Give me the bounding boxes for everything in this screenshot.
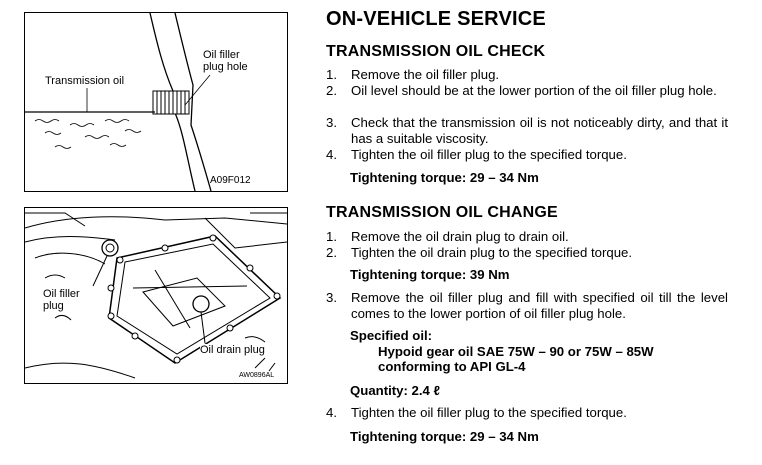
oil-change-heading: TRANSMISSION OIL CHANGE xyxy=(326,204,558,221)
oil-quantity: Quantity: 2.4 ℓ xyxy=(350,383,440,398)
drain-plug-label: Oil drain plug xyxy=(200,344,265,356)
transmission-oil-label: Transmission oil xyxy=(45,75,125,87)
filler-hole-label-line2: plug hole xyxy=(203,61,248,73)
check-torque: Tightening torque: 29 – 34 Nm xyxy=(350,170,539,185)
specified-oil-line2: conforming to API GL-4 xyxy=(378,359,526,374)
change-torque-step2: Tightening torque: 39 Nm xyxy=(350,267,510,282)
oil-level-illustration xyxy=(25,13,212,191)
page-title: ON-VEHICLE SERVICE xyxy=(326,8,546,30)
oil-plugs-figure: Oil filler plug Oil drain plug AW0896AL xyxy=(24,207,288,384)
specified-oil-line1: Hypoid gear oil SAE 75W – 90 or 75W – 85… xyxy=(378,344,654,359)
filler-plug-label-line2: plug xyxy=(43,300,64,312)
specified-oil-label: Specified oil: xyxy=(350,328,433,343)
oil-level-figure: Transmission oil Oil filler plug hole A0… xyxy=(24,12,288,192)
oil-pan-illustration xyxy=(25,212,287,379)
filler-hole-label-line1: Oil filler xyxy=(203,49,240,61)
figure-code: AW0896AL xyxy=(239,372,275,379)
oil-check-heading: TRANSMISSION OIL CHECK xyxy=(326,43,546,60)
figure-code: A09F012 xyxy=(210,175,251,186)
change-torque-step4: Tightening torque: 29 – 34 Nm xyxy=(350,429,539,444)
filler-plug-label-line1: Oil filler xyxy=(43,288,80,300)
